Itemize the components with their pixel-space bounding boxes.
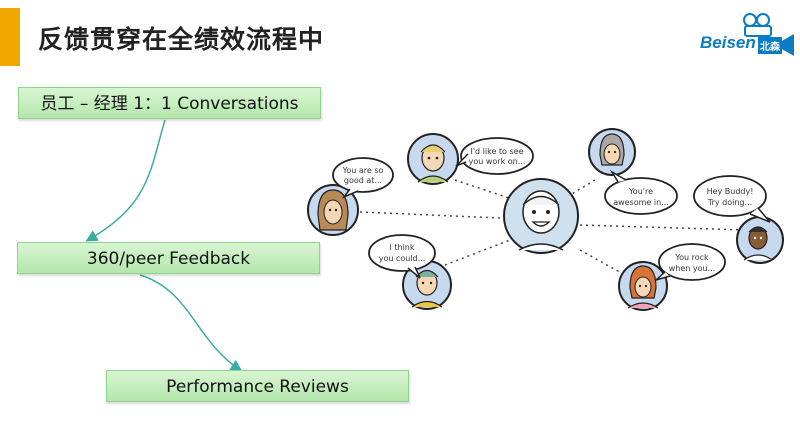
bubble-1-line-2: good at... — [344, 176, 382, 185]
bubble-4-line-1: Hey Buddy! — [707, 187, 754, 196]
speech-bubble-2: I'd like to see you work on... — [455, 137, 534, 175]
camera-icon — [743, 13, 794, 56]
speech-bubble-1: You are so good at... — [332, 157, 394, 199]
bubble-3-line-2: awesome in... — [613, 198, 669, 207]
bubble-3-line-1: You're — [628, 187, 653, 196]
arrow-step2-to-step3 — [139, 274, 243, 372]
speech-bubble-6: You rock when you... — [655, 243, 726, 281]
flow-step-360-feedback: 360/peer Feedback — [17, 242, 320, 274]
bubble-6-line-2: when you... — [669, 264, 715, 273]
speech-bubble-4: Hey Buddy! Try doing... — [693, 175, 771, 223]
bubble-5-line-2: you could... — [379, 254, 426, 263]
bubble-2-line-1: I'd like to see — [470, 147, 523, 156]
avatar-woman-left — [307, 184, 359, 236]
avatar-man-top — [407, 133, 459, 185]
flow-step-1on1: 员工 – 经理 1：1 Conversations — [18, 87, 321, 119]
beisen-logo: Beisen 北森 — [700, 12, 796, 62]
avatar-man-right — [736, 216, 784, 264]
speech-bubble-5: I think you could... — [368, 234, 436, 279]
avatar-woman-top-right — [588, 128, 636, 176]
slide-title: 反馈贯穿在全绩效流程中 — [38, 25, 325, 54]
logo-text: Beisen — [700, 33, 756, 52]
center-avatar — [503, 178, 579, 254]
bubble-6-line-1: You rock — [674, 253, 709, 262]
flow-step-performance-reviews: Performance Reviews — [106, 370, 409, 402]
bubble-2-line-2: you work on... — [469, 157, 526, 166]
bubble-1-line-1: You are so — [342, 166, 384, 175]
bubble-5-line-1: I think — [389, 243, 414, 252]
network-links — [359, 179, 746, 276]
speech-bubble-3: You're awesome in... — [604, 169, 678, 215]
logo-cn-text: 北森 — [758, 37, 782, 54]
avatar-woman-bottom-right — [618, 261, 668, 311]
bubble-4-line-2: Try doing... — [707, 198, 752, 207]
arrow-step1-to-step2 — [85, 119, 166, 242]
title-accent-bar — [0, 8, 20, 66]
